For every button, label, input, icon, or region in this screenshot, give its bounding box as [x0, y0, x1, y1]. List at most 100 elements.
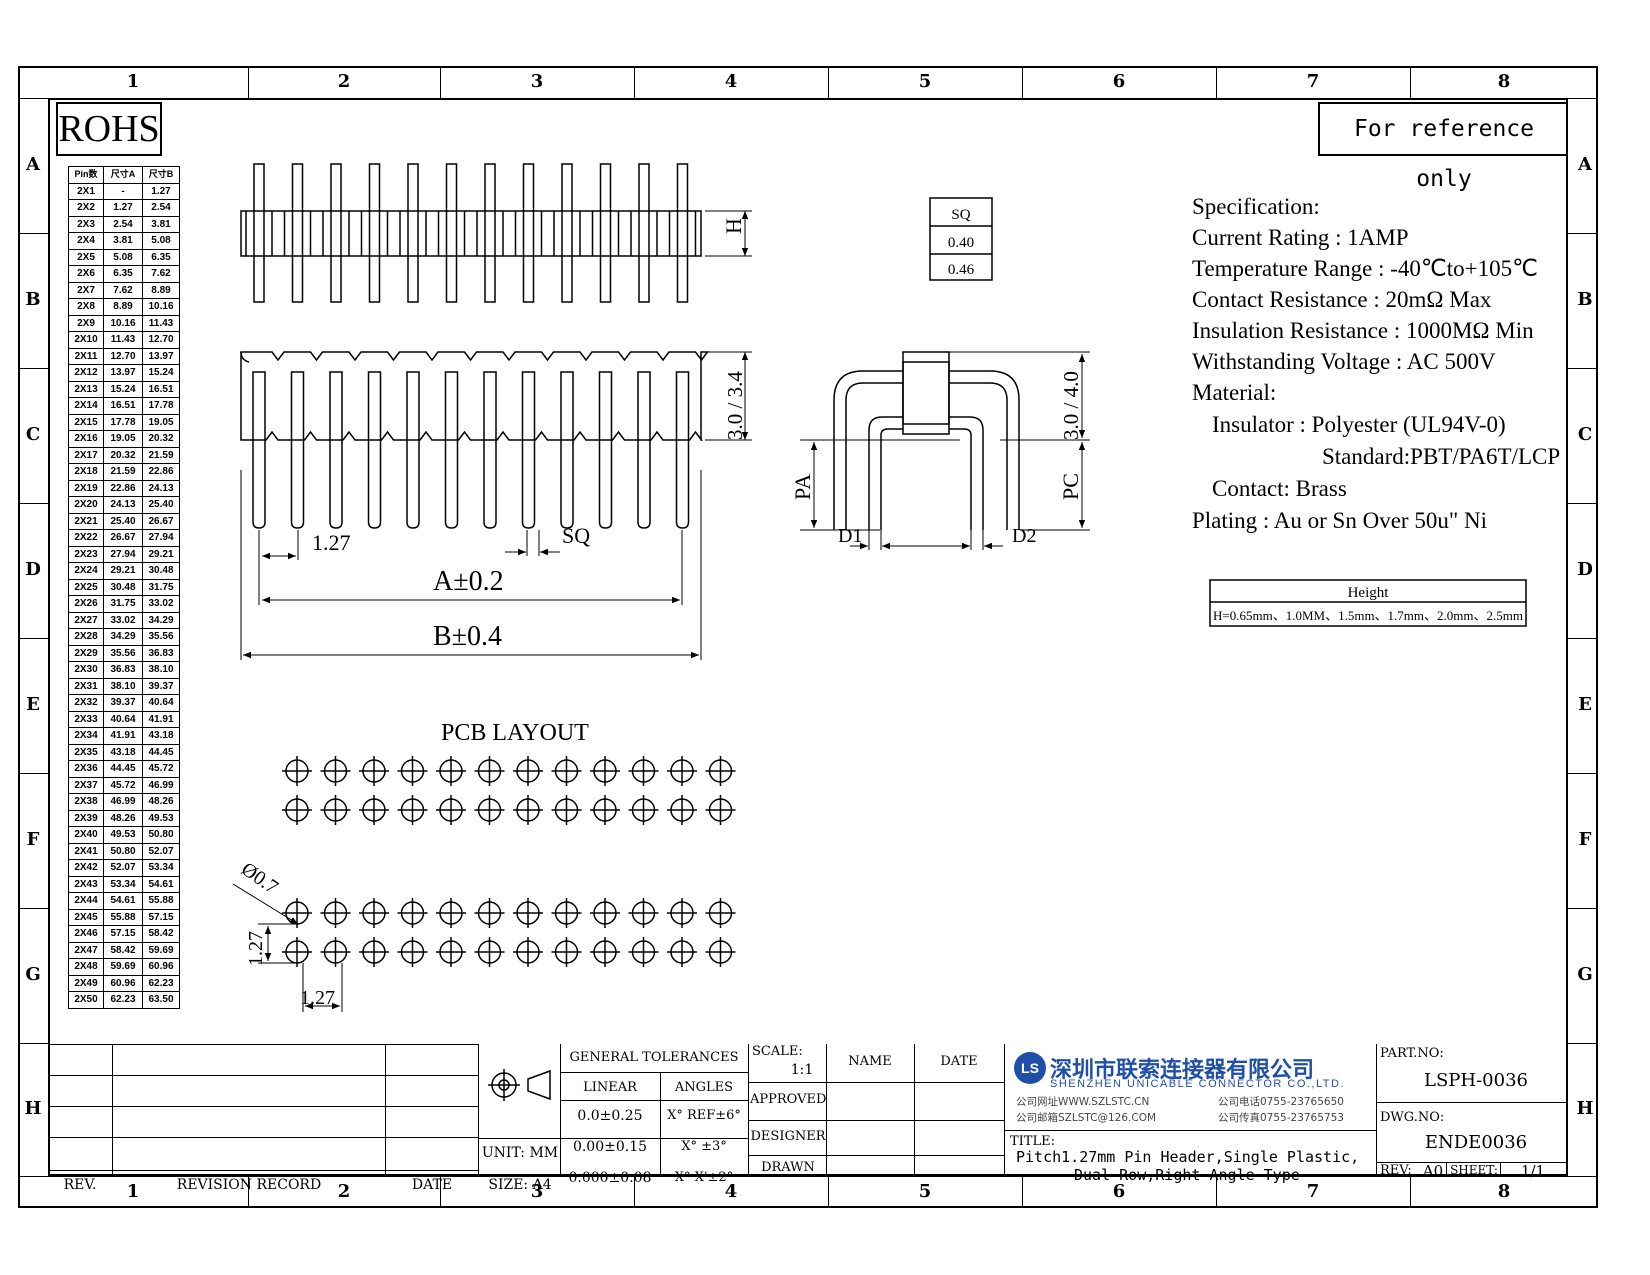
sq-value-2: 0.46: [948, 262, 975, 278]
drawing-title-line-2: Dual Row,Right Angle Type: [1074, 1166, 1300, 1184]
zone-row-F-right: F: [1578, 828, 1592, 850]
table-cell: 44.45: [142, 743, 180, 761]
drawn-label: DRAWN: [761, 1160, 815, 1175]
right-height-label: 3.0 / 4.0: [1059, 371, 1083, 440]
part-no-label: PART.NO:: [1380, 1046, 1444, 1061]
zone-column-7-top: 7: [1306, 71, 1320, 92]
spec-line: Insulation Resistance : 1000MΩ Min: [1192, 318, 1534, 343]
zone-row-E-right: E: [1578, 693, 1592, 715]
zone-row-H-right: H: [1576, 1097, 1594, 1119]
date-column-label: DATE: [940, 1054, 978, 1069]
zone-column-5-top: 5: [918, 71, 932, 92]
b-dimension-label: B±0.4: [433, 621, 502, 652]
spec-line: Temperature Range : -40℃to+105℃: [1192, 256, 1538, 281]
table-cell: 63.50: [142, 991, 180, 1009]
top-view-pin: [522, 163, 535, 303]
front-view: [240, 351, 709, 529]
front-view-pin: [444, 371, 459, 529]
approved-label: APPROVED: [750, 1092, 827, 1107]
sheet-value: 1/1: [1520, 1162, 1546, 1180]
company-name-en: SHENZHEN UNICABLE CONNECTOR CO.,LTD.: [1050, 1078, 1346, 1090]
unit-label: UNIT: MM: [481, 1145, 559, 1161]
zone-row-C-right: C: [1577, 423, 1593, 445]
zone-column-5-bottom: 5: [918, 1181, 932, 1202]
zone-row-B-left: B: [25, 288, 41, 310]
table-cell: 59.69: [142, 941, 180, 959]
top-view-pin: [291, 163, 304, 303]
top-view: [240, 163, 702, 303]
zone-column-3-bottom: 3: [530, 1181, 544, 1202]
zone-column-1-top: 1: [126, 71, 140, 92]
linear-tolerance-3: 0.000±0.08: [568, 1170, 652, 1186]
d1-label: D1: [838, 525, 862, 547]
sheet-label: SHEET:: [1450, 1163, 1498, 1177]
revision-record-label: REVISION RECORD: [176, 1177, 322, 1193]
revision-date-label: DATE: [411, 1177, 453, 1193]
spec-line: Standard:PBT/PA6T/LCP: [1322, 444, 1561, 469]
drawing-number: ENDE0036: [1424, 1132, 1528, 1153]
company-logo-icon: LS: [1014, 1052, 1046, 1084]
linear-tolerance-1: 0.0±0.25: [577, 1108, 643, 1124]
zone-row-C-left: C: [25, 423, 41, 445]
top-view-pin: [561, 163, 573, 303]
table-cell: 39.37: [142, 677, 180, 695]
zone-column-3-top: 3: [530, 71, 544, 92]
linear-tolerance-2: 0.00±0.15: [572, 1139, 648, 1155]
spec-line: Contact Resistance : 20mΩ Max: [1192, 287, 1492, 312]
spec-line: Current Rating : 1AMP: [1192, 225, 1409, 250]
company-phone: 公司电话0755-23765650: [1218, 1096, 1344, 1108]
size-label: SIZE: A4: [488, 1177, 552, 1193]
name-column-label: NAME: [848, 1054, 892, 1069]
angles-label: ANGLES: [674, 1080, 734, 1095]
zone-column-8-top: 8: [1497, 71, 1511, 92]
d2-label: D2: [1012, 525, 1036, 547]
height-table-header: Height: [1348, 585, 1390, 601]
spec-line: Material:: [1192, 380, 1277, 405]
designer-label: DESIGNER: [750, 1129, 826, 1144]
front-view-pin: [521, 371, 536, 529]
hole-diameter-label: Ø0.7: [237, 858, 282, 899]
side-view: [833, 351, 1020, 530]
dwg-no-label: DWG.NO:: [1380, 1110, 1445, 1125]
front-view-pin: [637, 371, 651, 529]
angle-tolerance-1: X° REF±6°: [667, 1108, 741, 1123]
pcb-dimensions: [232, 883, 343, 1012]
company-email: 公司邮箱SZLSTC@126.COM: [1016, 1112, 1157, 1124]
front-view-pin: [290, 371, 305, 529]
top-view-pin: [638, 163, 650, 303]
zone-row-H-left: H: [24, 1097, 42, 1119]
top-view-pin: [484, 163, 496, 303]
company-name-cn: 深圳市联索连接器有限公司: [1050, 1058, 1315, 1083]
table-cell: 11.43: [142, 314, 180, 332]
top-view-pin: [253, 163, 265, 303]
top-view-pin: [330, 163, 342, 303]
company-website: 公司网址WWW.SZLSTC.CN: [1016, 1096, 1150, 1108]
drawing-frame: [18, 66, 1598, 1208]
drawing-border: [48, 98, 1568, 1176]
pcb-horizontal-pitch-label: 1.27: [300, 987, 335, 1009]
scale-value: 1:1: [790, 1062, 814, 1078]
reference-only-note: For reference only: [1318, 102, 1568, 192]
